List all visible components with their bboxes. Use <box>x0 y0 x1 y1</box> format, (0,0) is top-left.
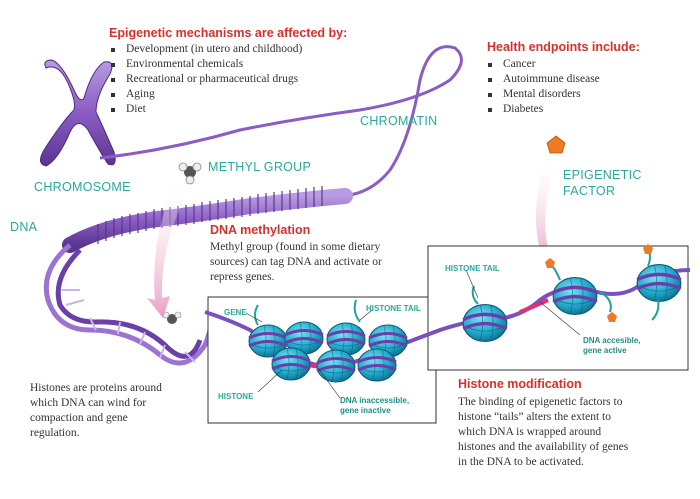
list-item: Mental disorders <box>487 87 687 102</box>
list-item: Autoimmune disease <box>487 72 687 87</box>
methyl-group-on-dna <box>162 311 182 324</box>
health-endpoints-heading: Health endpoints include: <box>487 40 640 54</box>
chromosome-shape <box>40 59 116 167</box>
histone-tails-active <box>471 249 660 321</box>
dna-label: DNA <box>10 220 38 234</box>
list-item: Development (in utero and childhood) <box>110 42 370 57</box>
histone-modification-text: The binding of epigenetic factors to his… <box>458 396 629 468</box>
dna-inaccessible-label: DNA inaccessible, gene inactive <box>340 396 409 416</box>
dna-inaccessible-label-line1: DNA inaccessible, <box>340 396 410 405</box>
list-item: Cancer <box>487 57 687 72</box>
list-item: Environmental chemicals <box>110 57 370 72</box>
dna-accessible-label-line1: DNA accesible, <box>583 336 641 345</box>
list-item: Diabetes <box>487 102 687 117</box>
histones-caption: Histones are proteins around which DNA c… <box>30 382 162 439</box>
chromatin-label: CHROMATIN <box>360 114 438 128</box>
list-item: Recreational or pharmaceutical drugs <box>110 72 370 87</box>
methyl-group-label: METHYL GROUP <box>208 160 312 174</box>
chromatin-thread <box>99 45 463 198</box>
histone-label: HISTONE <box>218 392 254 401</box>
epigenetic-factor-label: EPIGENETIC FACTOR <box>563 167 642 199</box>
epigenetic-factor-pentagon <box>546 135 566 154</box>
epigenetic-factor-arrow <box>532 162 556 266</box>
epigenetic-factor-label-line2: FACTOR <box>563 184 616 198</box>
methyl-group-molecule <box>178 162 202 185</box>
chromosome-label: CHROMOSOME <box>34 180 131 194</box>
histone-tail-label-right: HISTONE TAIL <box>445 264 500 273</box>
health-endpoints-list: Cancer Autoimmune disease Mental disorde… <box>487 57 687 117</box>
dna-accessible-label-line2: gene active <box>583 346 627 355</box>
epigenetic-mechanisms-list: Development (in utero and childhood) Env… <box>110 42 370 117</box>
epigenetic-mechanisms-heading: Epigenetic mechanisms are affected by: <box>109 26 348 40</box>
gene-segment-active <box>519 298 549 314</box>
leader-lines <box>245 269 581 399</box>
dna-accessible-label: DNA accesible, gene active <box>583 336 641 356</box>
epigenetic-factor-label-line1: EPIGENETIC <box>563 168 642 182</box>
bound-epigenetic-factors <box>545 244 653 322</box>
dna-helix <box>43 243 215 366</box>
dna-methylation-heading: DNA methylation <box>210 223 311 237</box>
dna-inaccessible-label-line2: gene inactive <box>340 406 391 415</box>
gene-label: GENE <box>224 308 247 317</box>
histone-tails-inactive <box>254 299 361 326</box>
list-item: Aging <box>110 87 370 102</box>
histone-tail-label-center: HISTONE TAIL <box>366 304 421 313</box>
dna-methylation-text: Methyl group (found in some dietary sour… <box>210 241 382 283</box>
histone-modification-heading: Histone modification <box>458 377 582 391</box>
list-item: Diet <box>110 102 370 117</box>
methyl-arrow <box>147 182 190 318</box>
